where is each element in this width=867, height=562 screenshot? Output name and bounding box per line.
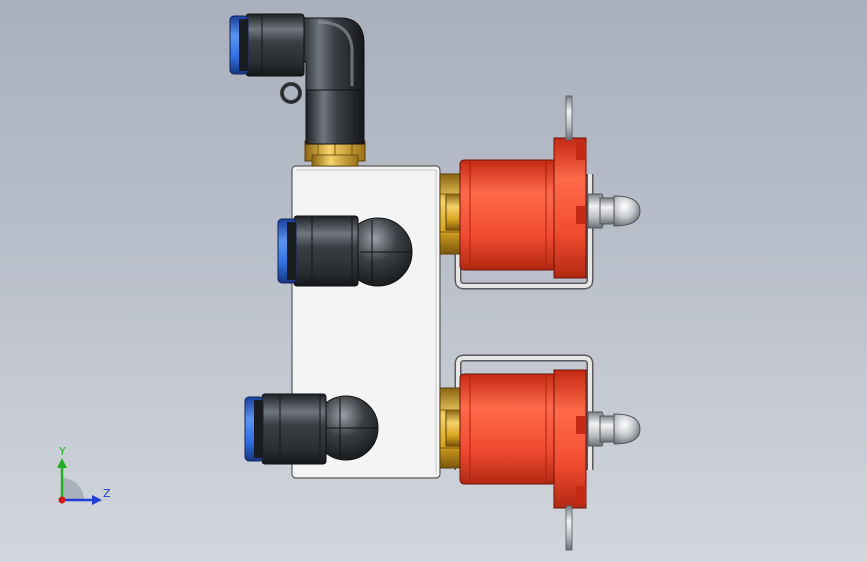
coordinate-triad: Y Z <box>57 445 111 505</box>
triad-plane-indicator <box>62 478 84 500</box>
push-fitting-bottom[interactable] <box>244 393 379 465</box>
z-axis-label: Z <box>103 487 111 500</box>
solenoid-valve-upper[interactable] <box>439 95 641 290</box>
elbow-fitting-top[interactable] <box>229 13 366 167</box>
solenoid-valve-lower[interactable] <box>439 354 641 551</box>
triad-origin <box>58 496 66 504</box>
y-axis-label: Y <box>58 445 66 458</box>
push-fitting-middle[interactable] <box>277 215 413 287</box>
